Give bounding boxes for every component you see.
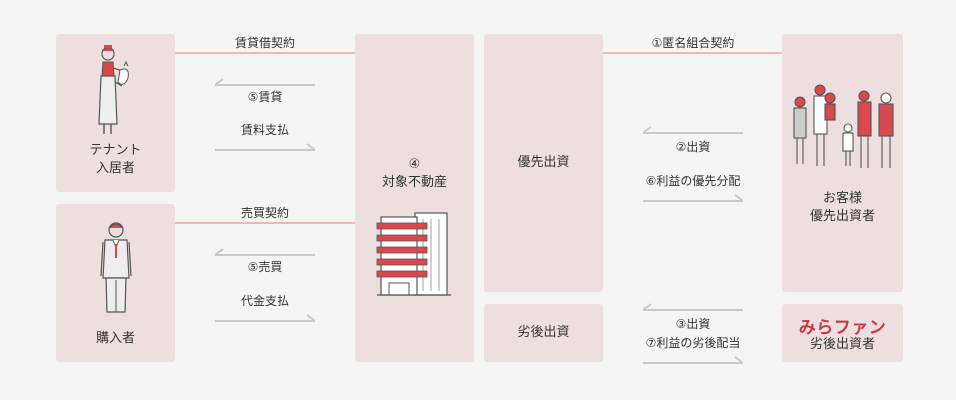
- arrow-right-price-payment: [215, 314, 315, 322]
- sale-proceeds-label: ⑤売買: [247, 260, 283, 274]
- family-illustration: [793, 84, 894, 168]
- senior-box: 優先出資: [484, 34, 603, 292]
- tenant-label: テナント 入居者: [89, 143, 142, 176]
- profit-junior-label: ⑦利益の劣後配当: [645, 336, 741, 350]
- sale-contract-label: 売買契約: [240, 206, 290, 220]
- rent-payment-label: 賃料支払: [240, 123, 290, 137]
- mirafan-box: みらファン 劣後出資者: [782, 304, 903, 362]
- customers-box: お客様 優先出資者: [782, 34, 903, 292]
- lease-contract-label: 賃貸借契約: [234, 36, 296, 50]
- arrow-right-rent-payment: [215, 143, 315, 151]
- rent-received-label: ⑤賃貸: [247, 90, 283, 104]
- profit-senior-label: ⑥利益の優先分配: [645, 174, 741, 188]
- arrow-right-profit-senior: [643, 194, 743, 202]
- building-icon: [376, 212, 451, 296]
- junior-box: 劣後出資: [484, 304, 603, 362]
- arrow-left-rent: [215, 78, 315, 86]
- property-label: ④ 対象不動産: [381, 157, 447, 190]
- property-box: ④ 対象不動産: [355, 34, 474, 362]
- tk-contract-label: ①匿名組合契約: [651, 36, 735, 50]
- arrow-left-investment-junior: [643, 303, 743, 311]
- investment-junior-label: ③出資: [675, 317, 711, 331]
- mirafan-logo: みらファン: [798, 318, 887, 338]
- arrow-left-investment-senior: [643, 126, 743, 134]
- buyer-label: 購入者: [95, 331, 135, 346]
- buyer-illustration: [100, 222, 132, 313]
- sale-connector: [175, 222, 355, 224]
- price-payment-label: 代金支払: [240, 294, 290, 308]
- lease-connector: [175, 52, 355, 54]
- tenant-box: テナント 入居者: [56, 34, 175, 192]
- arrow-left-sale: [215, 248, 315, 256]
- junior-label: 劣後出資: [517, 325, 570, 340]
- tenant-illustration: [98, 45, 129, 134]
- investment-senior-label: ②出資: [675, 140, 711, 154]
- tk-connector: [603, 52, 782, 54]
- mirafan-role-label: 劣後出資者: [809, 337, 875, 352]
- senior-label: 優先出資: [517, 155, 570, 170]
- arrow-right-profit-junior: [643, 356, 743, 364]
- buyer-box: 購入者: [56, 204, 175, 362]
- customers-label: お客様 優先出資者: [809, 191, 875, 224]
